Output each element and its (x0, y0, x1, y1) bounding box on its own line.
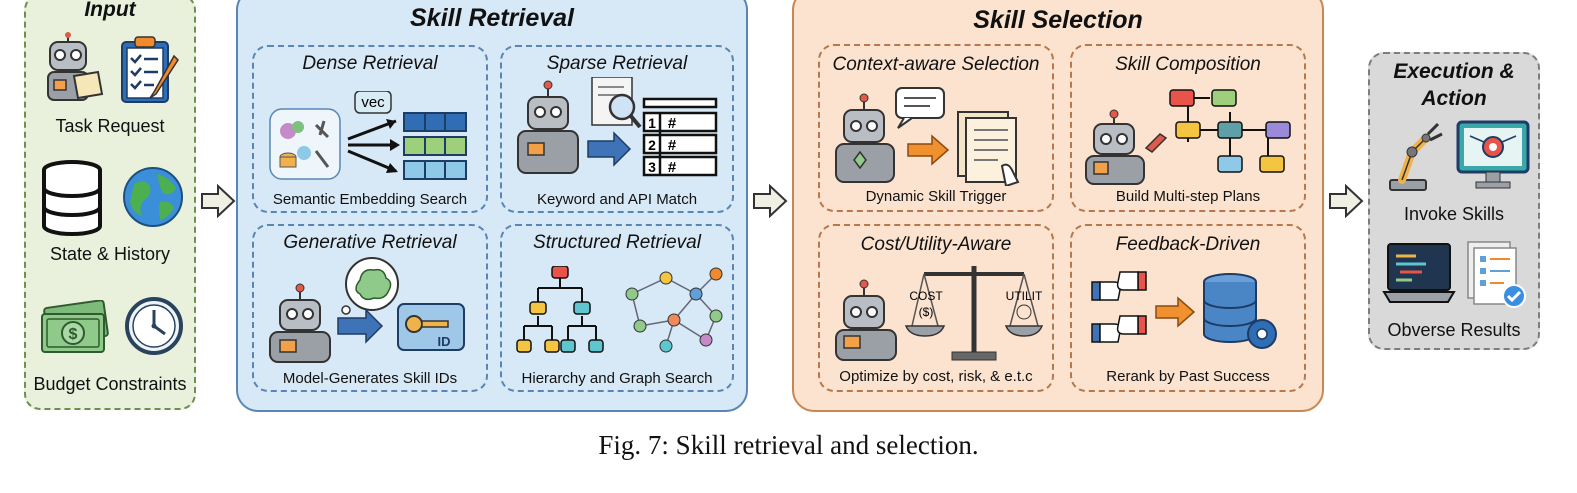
feedback-driven-caption: Rerank by Past Success (1106, 368, 1270, 385)
generative-retrieval-caption: Model-Generates Skill IDs (282, 370, 458, 387)
generative-retrieval-box: Generative Retrieval ID Model-Generates … (252, 224, 488, 392)
utility-label: UTILIT (1006, 289, 1043, 303)
input-panel: Input Task Request State & History (24, 0, 196, 410)
robot-icon (47, 32, 104, 101)
row-hash-3: # (668, 159, 677, 176)
row-hash-1: # (668, 115, 677, 132)
flow-arrow-3 (1329, 184, 1364, 218)
invoke-skills-label: Invoke Skills (1403, 204, 1505, 224)
skill-retrieval-panel: Skill Retrieval Dense Retrieval vec Sema… (236, 0, 748, 412)
scale-icon: COST ($) UTILIT (835, 266, 1044, 361)
feedback-rerank-icon (1091, 271, 1277, 349)
generative-retrieval-title: Generative Retrieval (283, 232, 457, 253)
keyword-match-icon: 1 2 3 # # # (517, 77, 718, 177)
selection-title: Skill Selection (973, 6, 1143, 34)
context-aware-caption: Dynamic Skill Trigger (865, 188, 1007, 205)
cost-label: COST (909, 289, 943, 303)
skill-composition-caption: Build Multi-step Plans (1115, 188, 1261, 205)
money-icon: $ (41, 300, 109, 353)
vec-label: vec (361, 94, 385, 111)
sparse-retrieval-caption: Keyword and API Match (536, 191, 698, 208)
flow-arrow-2 (753, 184, 788, 218)
input-title: Input (84, 0, 136, 21)
cost-utility-box: Cost/Utility-Aware COST ($) UTILIT Optim… (818, 224, 1054, 392)
row-num-2: 2 (648, 137, 656, 153)
clock-icon (125, 297, 183, 355)
context-aware-title: Context-aware Selection (832, 54, 1040, 75)
code-laptop-icon (1382, 243, 1456, 303)
dense-retrieval-title: Dense Retrieval (302, 53, 438, 74)
clipboard-icon (121, 36, 179, 103)
input-label-task: Task Request (55, 116, 165, 136)
structured-retrieval-box: Structured Retrieval Hierarch (500, 224, 734, 392)
input-label-budget: Budget Constraints (33, 374, 187, 394)
checklist-icon (1467, 241, 1526, 308)
observe-results-label: Obverse Results (1387, 320, 1521, 340)
row-num-1: 1 (648, 115, 656, 131)
flow-arrow-1 (201, 184, 236, 218)
skill-composition-box: Skill Composition Build Multi-step Plans (1070, 44, 1306, 212)
execution-title-line1: Execution & (1393, 60, 1515, 83)
sparse-retrieval-title: Sparse Retrieval (546, 53, 688, 74)
hierarchy-graph-icon (516, 266, 723, 353)
row-num-3: 3 (648, 159, 656, 175)
id-label: ID (438, 334, 451, 349)
dense-retrieval-caption: Semantic Embedding Search (272, 191, 468, 208)
context-aware-box: Context-aware Selection Dynamic Skill Tr… (818, 44, 1054, 212)
skill-selection-panel: Skill Selection Context-aware Selection … (792, 0, 1324, 412)
cost-dollar: ($) (919, 305, 934, 319)
svg-text:$: $ (69, 326, 78, 343)
execution-title-line2: Action (1421, 87, 1487, 110)
globe-icon (123, 167, 183, 227)
row-hash-2: # (668, 137, 677, 154)
context-trigger-icon (835, 87, 1020, 186)
figure-caption: Fig. 7: Skill retrieval and selection. (598, 430, 979, 460)
feedback-driven-title: Feedback-Driven (1115, 234, 1261, 255)
skill-composition-title: Skill Composition (1115, 54, 1261, 75)
structured-retrieval-title: Structured Retrieval (533, 232, 701, 253)
retrieval-title: Skill Retrieval (410, 4, 574, 32)
monitor-gear-icon (1456, 120, 1530, 189)
embedding-icon: vec (269, 91, 467, 180)
robot-arm-icon (1389, 122, 1443, 191)
input-label-state: State & History (49, 244, 171, 264)
composition-flow-icon (1085, 89, 1291, 185)
generative-icon: ID (269, 257, 465, 363)
sparse-retrieval-box: Sparse Retrieval 1 2 3 # # # Keyword an (500, 45, 734, 213)
dense-retrieval-box: Dense Retrieval vec Semantic Embedding S… (252, 45, 488, 213)
structured-retrieval-caption: Hierarchy and Graph Search (521, 370, 713, 387)
execution-panel: Execution & Action Invoke Skills Obverse… (1368, 52, 1540, 350)
feedback-driven-box: Feedback-Driven Rerank by Past Success (1070, 224, 1306, 392)
database-icon (42, 160, 102, 236)
cost-utility-title: Cost/Utility-Aware (860, 234, 1012, 255)
cost-utility-caption: Optimize by cost, risk, & e.t.c (839, 368, 1033, 385)
